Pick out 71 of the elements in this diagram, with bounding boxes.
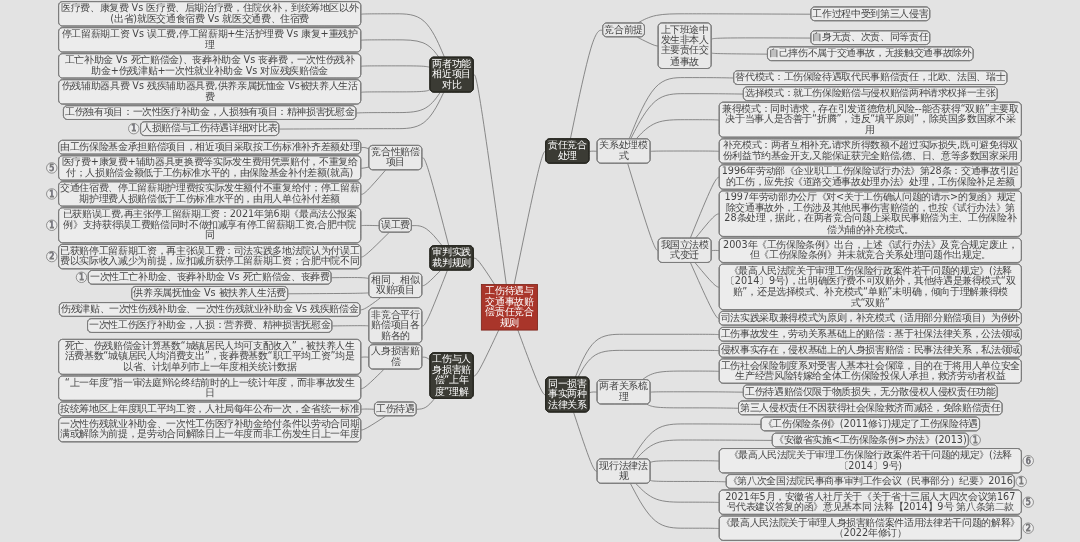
connector [650,391,745,393]
connector [631,423,762,460]
connector [421,270,441,287]
connector [711,250,720,252]
number-badge: 1 [128,123,140,135]
connector [421,270,448,327]
number-badge: 2 [46,250,58,263]
connector [589,150,598,152]
connector [278,92,445,130]
connector [635,439,774,460]
connector [331,277,370,280]
connector [416,398,435,410]
connector [360,89,431,93]
connector [360,408,376,410]
connector [628,77,735,140]
connector [573,412,598,472]
number-badge: 1 [46,219,58,231]
connector [636,13,812,24]
connector [421,356,431,361]
connector [569,29,604,140]
connector [577,349,720,378]
connector [421,157,450,247]
connector [630,93,745,140]
connector [360,65,431,69]
connector [641,370,720,381]
number-badge: 6 [1022,455,1034,467]
number-badge: 1 [969,434,981,446]
connector [711,52,769,55]
connector [360,356,370,358]
connector [360,39,440,58]
number-badge: 1 [75,271,88,283]
connector [517,329,547,396]
connector [711,37,812,40]
connector [360,225,381,227]
connector [473,329,500,377]
connector [360,232,390,258]
connector [473,74,507,285]
connector [360,166,370,169]
number-badge: 5 [1022,496,1034,508]
connector [635,119,720,140]
connector [630,483,720,529]
connector [627,163,659,252]
connector [694,262,720,288]
connector [694,213,720,239]
connector [331,325,370,327]
connector [360,297,381,311]
connector [650,150,720,152]
connector [646,403,740,409]
connector [689,176,720,239]
number-badge: 1 [46,188,58,200]
connector [589,391,598,393]
connector [513,150,547,285]
number-badge: 2 [1022,522,1034,534]
connector [360,369,385,389]
number-badge: 1 [1015,475,1027,488]
connector [355,92,441,114]
connector [574,333,720,378]
connector [287,292,370,295]
connector [360,415,386,431]
connector [360,147,370,150]
connector [636,36,659,47]
connector [650,480,728,483]
connector [360,13,445,58]
connector [690,262,720,319]
node-box: 工伤待遇与交通事故赔偿责任竞合规则 [480,284,538,331]
connector [650,460,720,463]
connector [360,169,386,195]
number-badge: 5 [46,162,58,174]
connector [635,483,720,503]
connector [411,225,443,247]
connector [473,257,495,285]
